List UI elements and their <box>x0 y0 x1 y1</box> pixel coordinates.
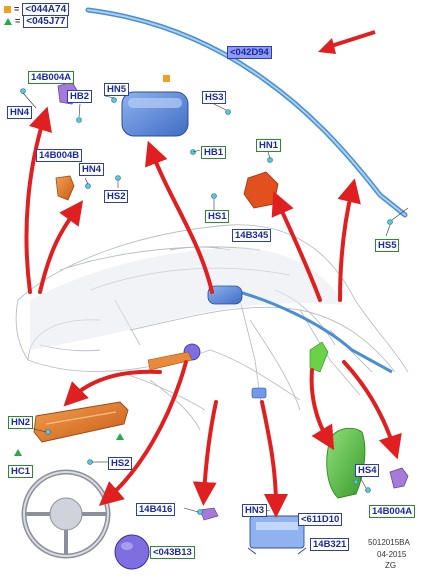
label-hn5: HN5 <box>104 83 130 96</box>
label-hc1: HC1 <box>8 465 34 478</box>
label-hb2: HB2 <box>67 90 93 103</box>
label-hs3: HS3 <box>202 91 227 104</box>
in-car-rcm <box>251 387 267 399</box>
label-seat-airbag: <611D10 <box>298 513 343 526</box>
label-hn3: HN3 <box>242 504 268 517</box>
pointer-arrow <box>318 30 376 54</box>
restraint-control-module <box>247 515 307 555</box>
rhd-marker <box>116 433 124 440</box>
passenger-airbag-module <box>121 91 189 137</box>
label-driver-airbag: <043B13 <box>150 546 195 559</box>
lhd-marker <box>163 75 170 82</box>
legend-equals: = <box>14 4 20 14</box>
label-hs5: HS5 <box>375 239 400 252</box>
steering-connector <box>199 507 219 521</box>
label-driver-knee-module: 14B004A <box>28 71 75 84</box>
knee-airbag-panel <box>33 401 129 443</box>
label-hs2-bottom: HS2 <box>108 457 133 470</box>
seat-sensor-module <box>243 171 279 209</box>
label-hn4-mid: HN4 <box>79 163 105 176</box>
label-seat-module: 14B345 <box>232 229 272 242</box>
in-car-green-seat <box>309 341 329 373</box>
footer-initials: ZG <box>385 561 397 570</box>
in-car-orange-panel <box>147 351 193 371</box>
curtain-airbag-rail <box>85 7 408 374</box>
label-right-module: 14B004A <box>369 505 416 518</box>
square-legend-icon <box>4 6 11 13</box>
label-hb1: HB1 <box>201 146 227 159</box>
footer-date: 04-2015 <box>377 550 407 559</box>
label-hs2-top: HS2 <box>104 190 129 203</box>
red-arrows <box>24 106 402 518</box>
label-curtain-airbag: <042D94 <box>227 46 272 59</box>
driver-airbag-cushion <box>114 534 150 570</box>
label-steering-part: 14B416 <box>136 503 176 516</box>
triangle-legend-icon <box>4 18 12 25</box>
label-hs1: HS1 <box>205 210 230 223</box>
label-rcm-module: 14B321 <box>310 538 350 551</box>
label-hn4-top: HN4 <box>7 106 33 119</box>
footer-code: 5012015BA <box>368 538 410 547</box>
steering-wheel <box>21 469 111 559</box>
vehicle-shading <box>30 248 345 350</box>
label-hs4: HS4 <box>355 464 380 477</box>
right-impact-sensor <box>389 467 409 489</box>
label-hn1: HN1 <box>256 139 282 152</box>
label-left-module: 14B004B <box>36 149 83 162</box>
legend-rhd-code: <045J77 <box>23 15 69 28</box>
legend-rhd: = <045J77 <box>4 15 69 28</box>
left-orange-sensor <box>55 175 75 201</box>
rhd-marker-2 <box>14 449 22 456</box>
label-hn2: HN2 <box>8 416 34 429</box>
legend-equals-2: = <box>15 16 21 26</box>
in-car-dash-airbag <box>207 285 243 305</box>
